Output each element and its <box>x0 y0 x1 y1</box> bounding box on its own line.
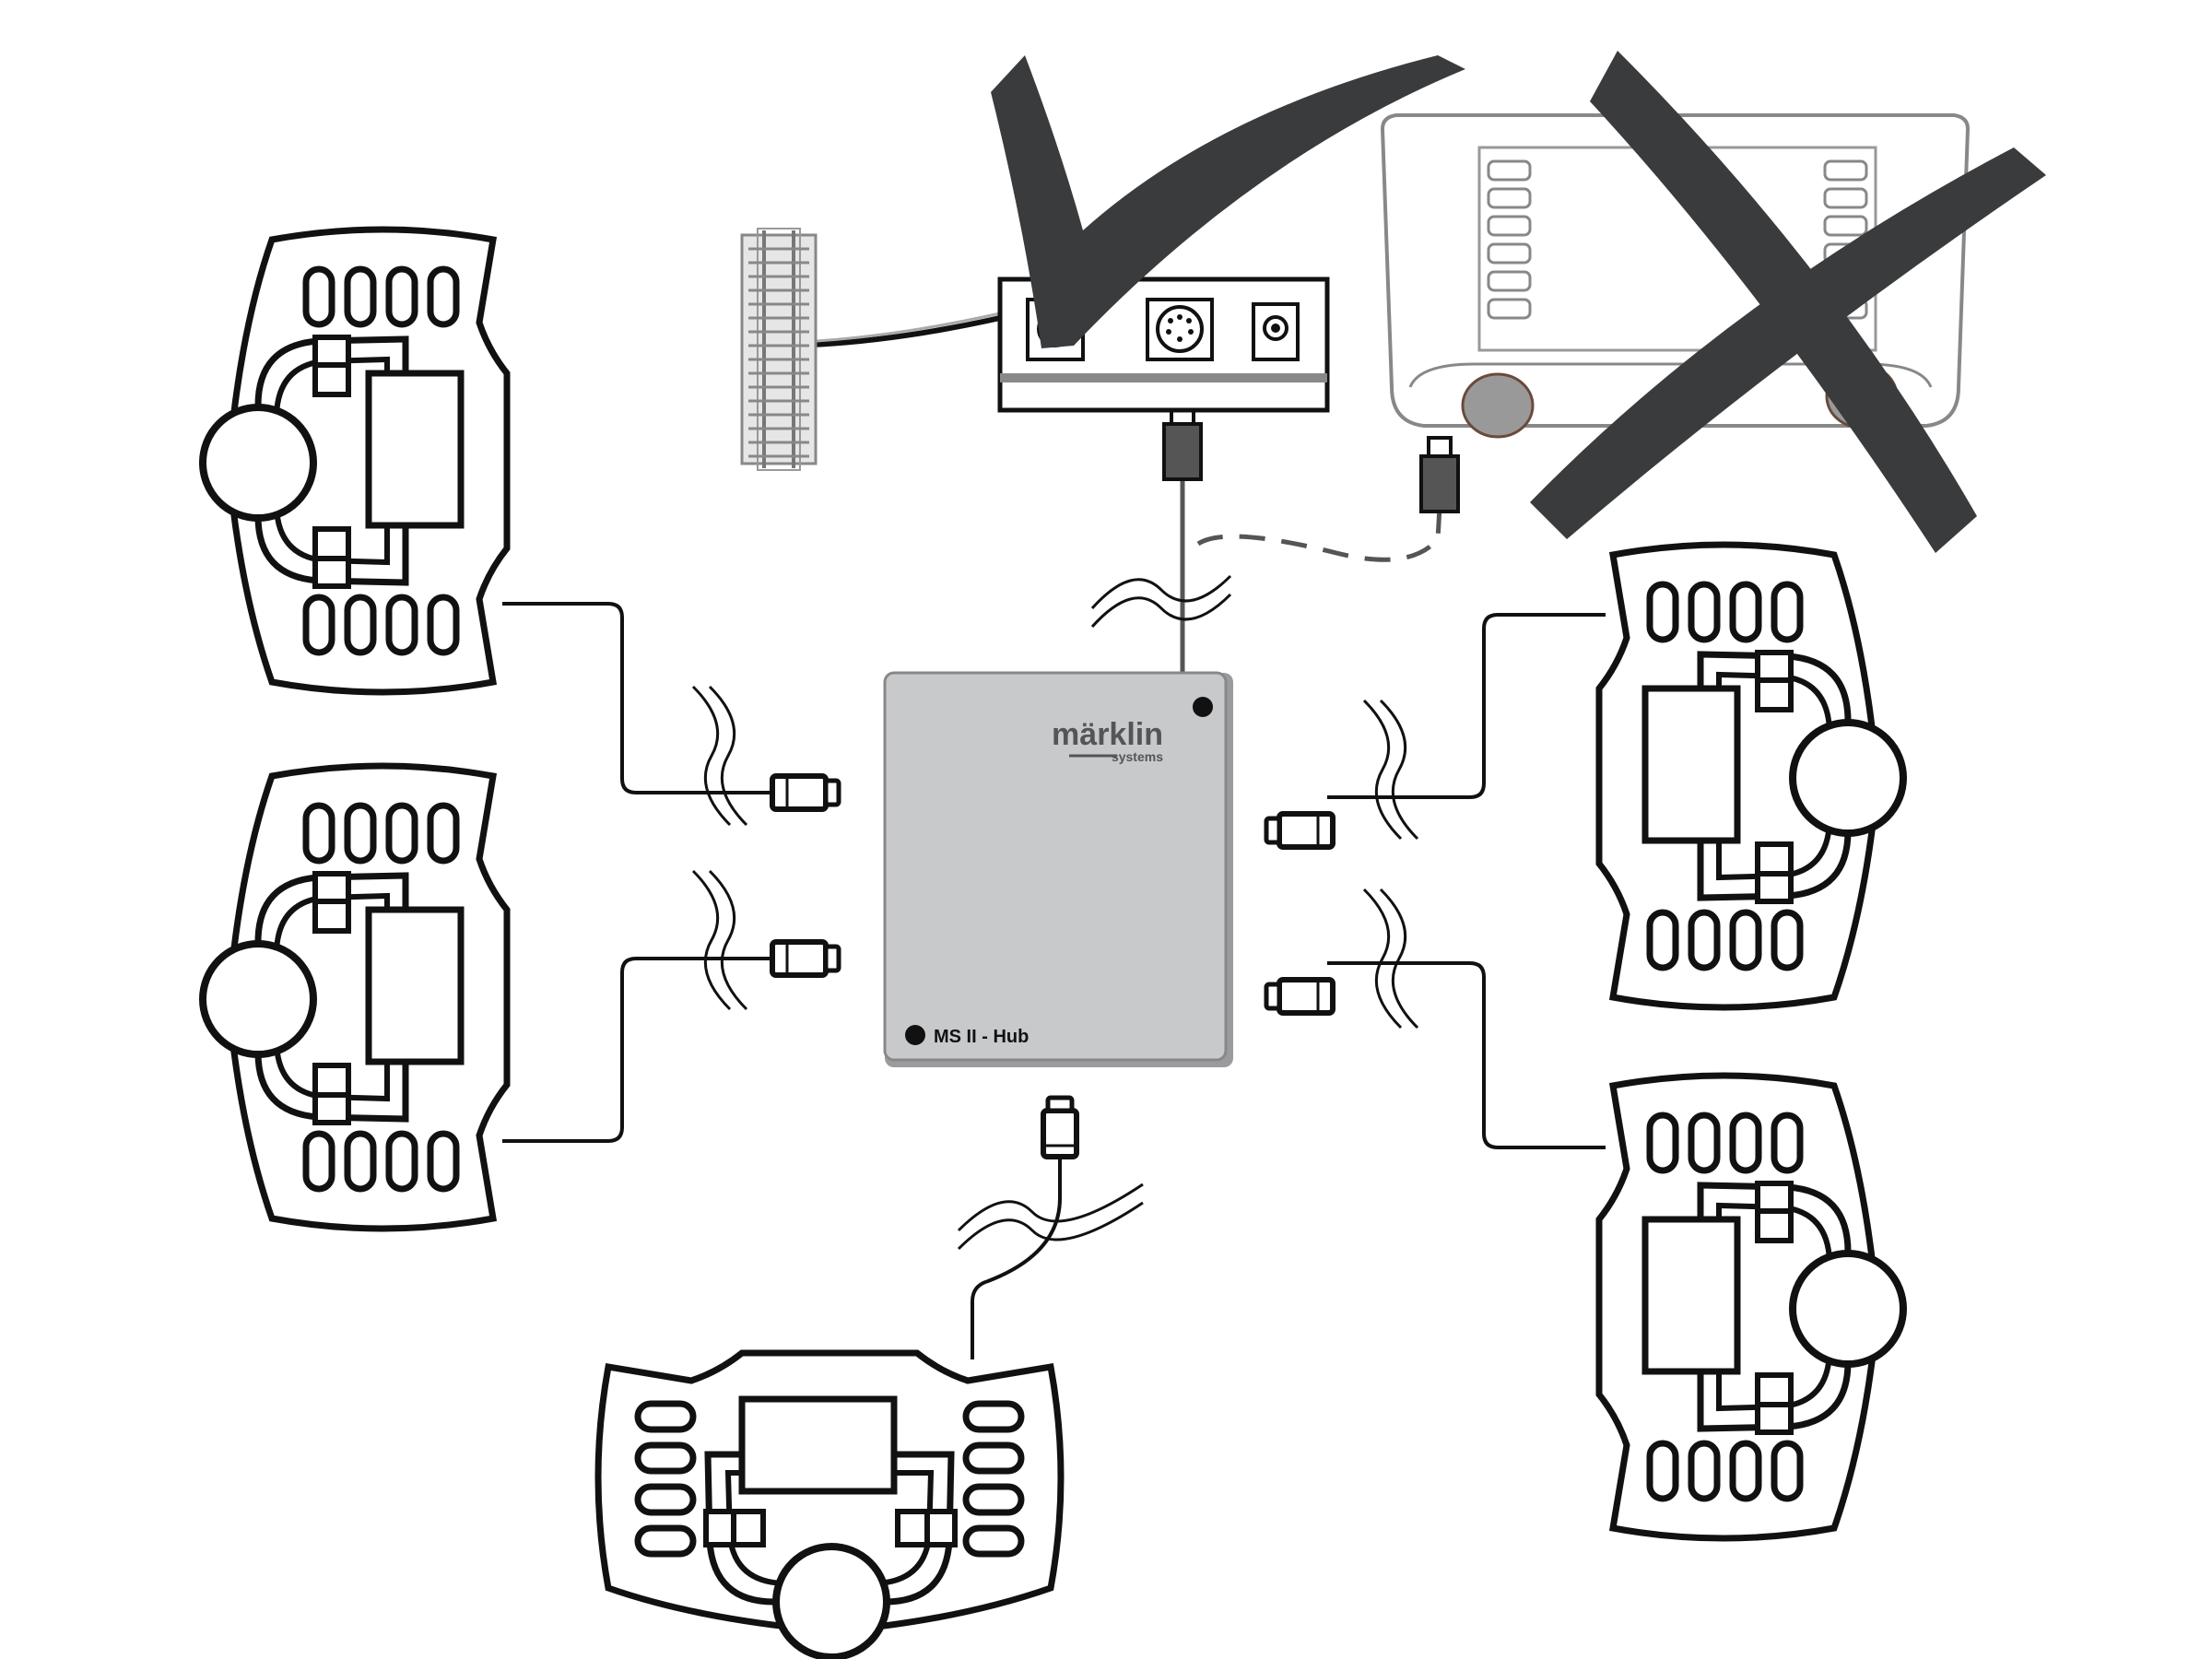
cross-mark-icon <box>1530 51 2046 553</box>
hub-brand-sub: systems <box>1112 749 1163 764</box>
mobile-station-left-top <box>203 229 507 692</box>
cable-right-top <box>1327 613 1606 799</box>
track-section <box>740 228 818 471</box>
hub-status-led <box>1193 697 1213 717</box>
station-plug <box>1419 436 1460 513</box>
cable-left-top <box>502 602 793 794</box>
cable-break-symbols <box>691 574 1419 1251</box>
hub-power-led <box>905 1025 925 1045</box>
cable-group <box>502 312 1606 1359</box>
hub-label: MS II - Hub <box>934 1027 1029 1047</box>
hub-brand: märklin <box>1052 717 1163 752</box>
mobile-station-right-top <box>1599 545 1903 1007</box>
ms2-hub: märklin systems MS II - Hub <box>883 671 1233 1067</box>
mobile-station-left-bottom <box>203 766 507 1229</box>
track-box-plug <box>1162 404 1203 481</box>
cable-dashed-to-station <box>1196 506 1442 562</box>
check-mark-icon <box>991 55 1465 348</box>
mobile-station-bottom <box>598 1353 1061 1657</box>
cable-left-bottom <box>502 957 793 1143</box>
cable-bottom <box>971 1152 1062 1359</box>
mobile-station-right-bottom <box>1599 1076 1903 1538</box>
cable-right-bottom <box>1327 961 1606 1149</box>
